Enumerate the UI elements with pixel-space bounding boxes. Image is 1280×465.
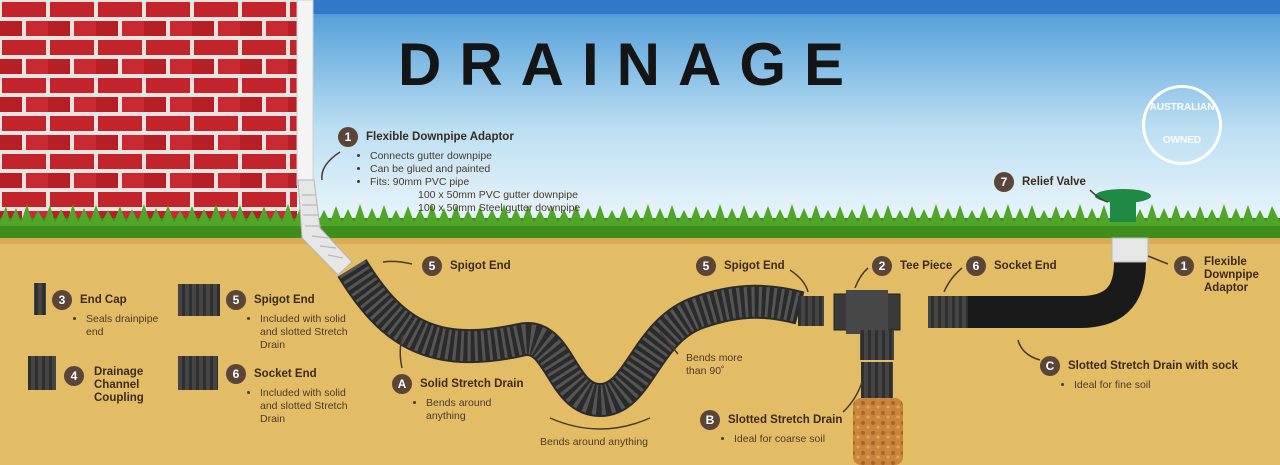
bullet: Included with solid and slotted Stretch … xyxy=(260,387,350,426)
callout-title: Solid Stretch Drain xyxy=(420,378,524,390)
gravel xyxy=(853,398,903,465)
spigot-end-mid xyxy=(798,296,824,326)
arrow-adaptor-top xyxy=(321,151,341,181)
bullet: Connects gutter downpipe xyxy=(370,150,580,163)
note-bends-more: Bends more than 90˚ xyxy=(686,352,743,377)
slotted-drain-sock xyxy=(968,250,1146,328)
arrow-slotted-coarse xyxy=(842,381,863,413)
badge-6: 6 xyxy=(226,364,246,384)
tee-down xyxy=(860,330,894,360)
arrow-solid-stretch xyxy=(399,334,404,369)
callout-spigot-left: 5 Spigot End xyxy=(422,256,511,276)
downpipe xyxy=(296,0,314,186)
badge-3: 3 xyxy=(52,290,72,310)
note-bends-around: Bends around anything xyxy=(540,436,648,448)
bullet: Fits: 90mm PVC pipe xyxy=(370,176,580,189)
badge-line-2: OWNED xyxy=(1162,135,1202,146)
badge-b: B xyxy=(700,410,720,430)
badge-1: 1 xyxy=(1174,256,1194,276)
callout-adaptor-top: 1 Flexible Downpipe Adaptor Connects gutt… xyxy=(338,127,580,215)
callout-slotted-sock: C Slotted Stretch Drain with sock Ideal f… xyxy=(1040,356,1260,392)
callout-title: Tee Piece xyxy=(900,260,953,272)
callout-slotted-coarse: B Slotted Stretch Drain Ideal for coarse … xyxy=(700,410,860,446)
callout-tee-piece: 2 Tee Piece xyxy=(872,256,952,276)
callout-spigot-mid: 5 Spigot End xyxy=(696,256,785,276)
arrow-bends-around xyxy=(549,417,651,430)
badge-5: 5 xyxy=(226,290,246,310)
callout-title: End Cap xyxy=(80,294,127,306)
page-title: DRAINAGE xyxy=(398,31,863,98)
socket-end-mid xyxy=(928,296,968,328)
callout-title: Drainage Channel Coupling xyxy=(94,366,144,404)
badge-5: 5 xyxy=(696,256,716,276)
arrow-slotted-sock xyxy=(1017,339,1041,361)
spigot-end-icon xyxy=(178,284,220,316)
bullet-list: Ideal for fine soil xyxy=(1056,379,1260,392)
sky-band xyxy=(0,0,1280,14)
arrow-adaptor-right xyxy=(1147,255,1169,265)
bullet: Ideal for fine soil xyxy=(1074,379,1260,392)
relief-valve-cap xyxy=(1095,189,1151,203)
bullet: Bends around anything xyxy=(426,397,496,423)
arrow-spigot-mid xyxy=(789,269,809,293)
callout-title: Spigot End xyxy=(254,294,315,306)
callout-socket-mid: 6 Socket End xyxy=(966,256,1057,276)
callout-relief-valve: 7 Relief Valve xyxy=(994,172,1086,192)
callout-solid-stretch: A Solid Stretch Drain Bends around anythi… xyxy=(392,374,542,423)
flexible-adaptor-right xyxy=(1111,237,1149,263)
drainage-coupling-icon xyxy=(28,356,56,390)
arrow-socket xyxy=(943,267,963,293)
flexible-adaptor-left xyxy=(297,179,353,276)
callout-title: Slotted Stretch Drain xyxy=(728,414,843,426)
socket-end-icon xyxy=(178,356,218,390)
arrow-relief-valve xyxy=(1089,189,1109,203)
callout-title: Flexible Downpipe Adaptor xyxy=(1204,256,1259,294)
badge-c: C xyxy=(1040,356,1060,376)
callout-title: Flexible Downpipe Adaptor xyxy=(366,131,514,143)
badge-a: A xyxy=(392,374,412,394)
slotted-drain-coarse xyxy=(861,362,893,398)
badge-2: 2 xyxy=(872,256,892,276)
badge-7: 7 xyxy=(994,172,1014,192)
callout-title: Socket End xyxy=(994,260,1057,272)
badge-4: 4 xyxy=(64,366,84,386)
badge-6: 6 xyxy=(966,256,986,276)
bullet-list: Included with solid and slotted Stretch … xyxy=(242,387,350,426)
callout-end-cap: 3 End Cap Seals drainpipe end xyxy=(52,290,172,339)
bullet: Can be glued and painted xyxy=(370,163,580,176)
arrow-bends-more xyxy=(659,331,679,355)
callout-title: Socket End xyxy=(254,368,317,380)
badge-line-1: AUSTRALIAN xyxy=(1149,102,1215,113)
solid-stretch-drain xyxy=(337,259,805,418)
callout-title: Spigot End xyxy=(450,260,511,272)
australian-owned-badge: AUSTRALIAN OWNED xyxy=(1142,85,1222,165)
callout-title: Spigot End xyxy=(724,260,785,272)
brick-wall xyxy=(0,0,297,228)
bullet: Seals drainpipe end xyxy=(86,313,166,339)
end-cap-icon xyxy=(34,283,46,315)
bullet: Ideal for coarse soil xyxy=(734,433,860,446)
callout-drainage-coupling: 4 Drainage Channel Coupling xyxy=(64,366,164,405)
callout-socket-legend: 6 Socket End Included with solid and slot… xyxy=(226,364,366,426)
fit-line: 100 x 50mm PVC gutter downpipe xyxy=(418,189,578,201)
badge-5: 5 xyxy=(422,256,442,276)
callout-title: Slotted Stretch Drain with sock xyxy=(1068,360,1238,372)
callout-spigot-legend: 5 Spigot End Included with solid and slot… xyxy=(226,290,366,352)
bullet-list: Ideal for coarse soil xyxy=(716,433,860,446)
relief-valve-stem xyxy=(1110,200,1136,222)
arrow-spigot-left xyxy=(382,260,413,265)
callout-title: Relief Valve xyxy=(1022,176,1086,188)
bullet-list: Included with solid and slotted Stretch … xyxy=(242,313,350,352)
callout-adaptor-right: 1 Flexible Downpipe Adaptor xyxy=(1174,256,1259,295)
arrow-tee xyxy=(854,267,869,289)
grass-blades xyxy=(0,204,1280,226)
bullet: Included with solid and slotted Stretch … xyxy=(260,313,350,352)
bullet-list: Connects gutter downpipe Can be glued an… xyxy=(352,150,580,189)
bullet-list: Seals drainpipe end xyxy=(68,313,166,339)
bullet-list: Bends around anything xyxy=(408,397,496,423)
fit-line: 100 x 50mm Steel gutter downpipe xyxy=(418,202,581,214)
badge-1: 1 xyxy=(338,127,358,147)
